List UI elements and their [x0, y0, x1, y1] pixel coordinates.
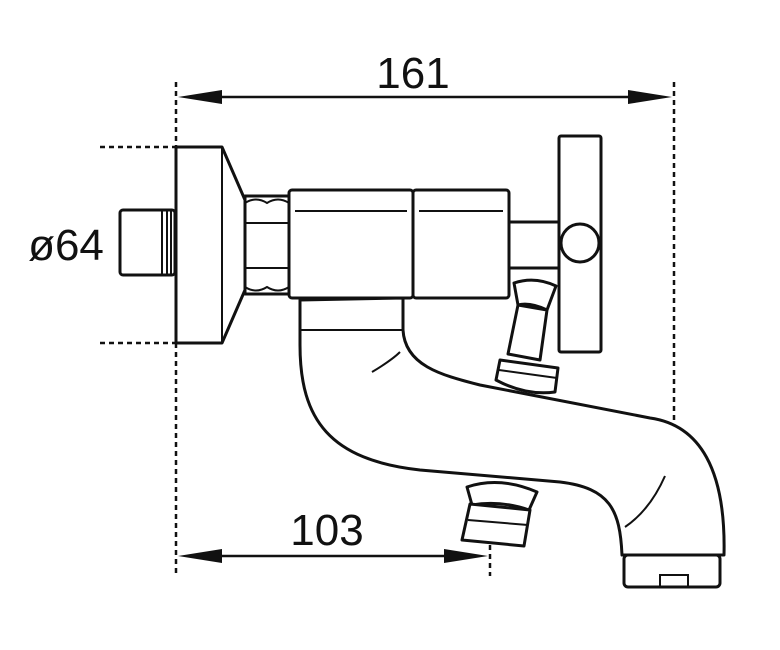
mixer-body [287, 188, 511, 300]
diverter-stem [506, 303, 549, 362]
handle-assembly [507, 134, 603, 354]
wall-flange [174, 145, 247, 345]
diverter-knob [494, 278, 560, 395]
hex-nut [243, 194, 291, 296]
inlet-thread [118, 208, 177, 277]
spout-highlight-2 [624, 475, 666, 528]
dimension-label-103: 103 [290, 506, 363, 555]
handle-stem [507, 220, 567, 270]
aerator-collar [465, 481, 539, 512]
body-cylinder-left [287, 188, 415, 300]
outlet-slot [659, 574, 689, 588]
dimension-spout-reach: 103 [178, 506, 492, 576]
arrowhead-right-103 [444, 549, 488, 563]
flange-body [174, 145, 247, 345]
dimension-label-diameter: ø64 [28, 221, 104, 270]
spout-outlet [622, 553, 722, 589]
diverter-cap [494, 358, 560, 395]
handle-knob [559, 222, 601, 264]
dimension-diameter: ø64 [28, 145, 176, 345]
aerator-body [460, 502, 532, 548]
dimension-label-161: 161 [376, 49, 449, 98]
bottom-aerator [460, 481, 539, 548]
arrowhead-right-161 [628, 90, 672, 104]
arrowhead-left-161 [178, 90, 222, 104]
spout-highlight [371, 351, 401, 373]
nut-body [243, 194, 291, 296]
body-cylinder-right [411, 188, 511, 300]
arrowhead-left-103 [178, 549, 222, 563]
spout [298, 296, 726, 589]
